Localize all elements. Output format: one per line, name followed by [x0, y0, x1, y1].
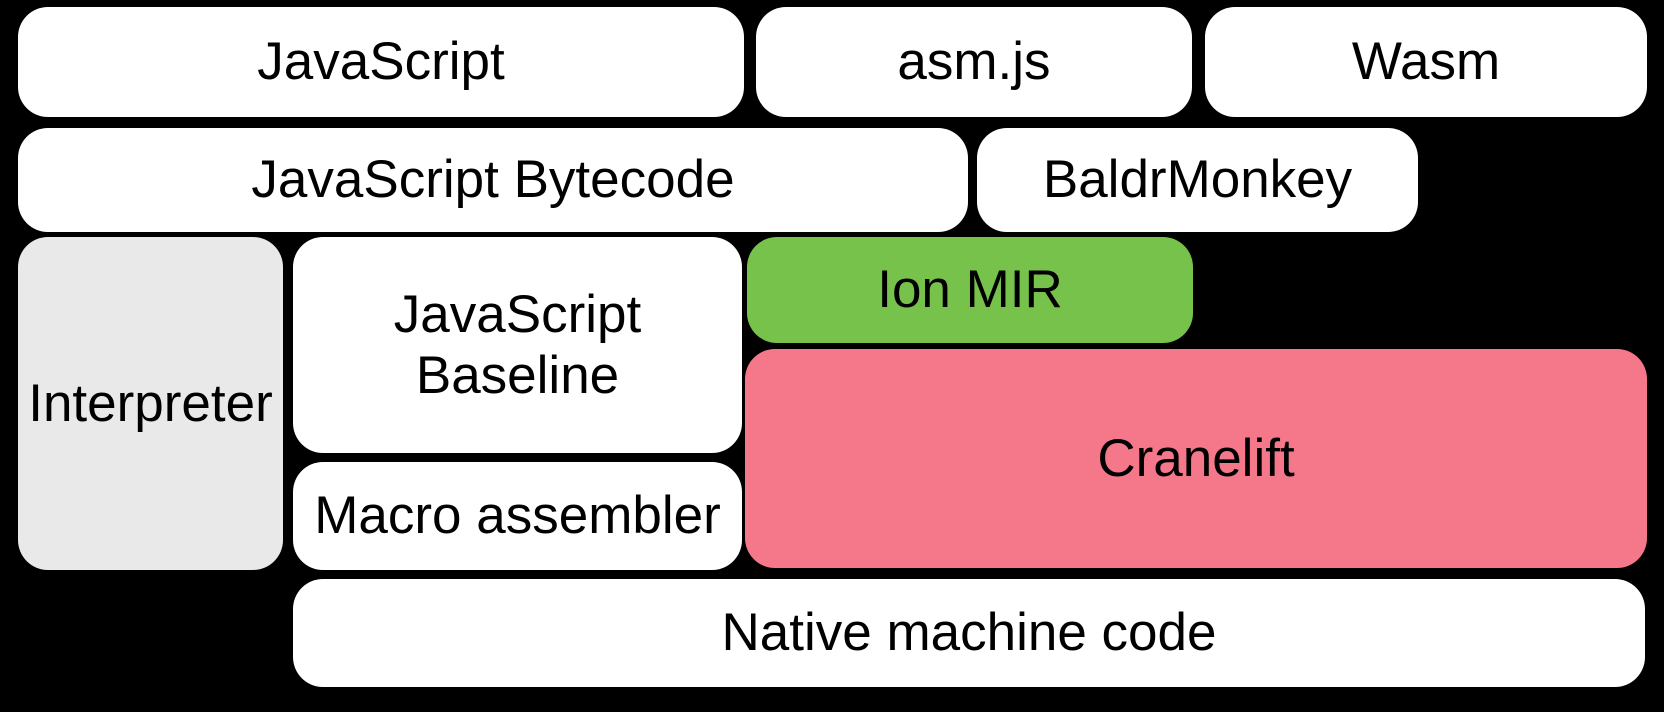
box-macro-assembler: Macro assembler — [293, 462, 742, 570]
box-javascript-label: JavaScript — [257, 32, 505, 92]
box-asmjs-label: asm.js — [897, 32, 1051, 92]
box-javascript: JavaScript — [18, 7, 744, 117]
box-cranelift: Cranelift — [745, 349, 1647, 568]
box-macro-assembler-label: Macro assembler — [314, 486, 721, 546]
box-interpreter: Interpreter — [18, 237, 283, 570]
box-baldrmonkey-label: BaldrMonkey — [1042, 150, 1353, 210]
box-javascript-bytecode: JavaScript Bytecode — [18, 128, 968, 232]
box-ion-mir-label: Ion MIR — [877, 260, 1063, 320]
box-javascript-bytecode-label: JavaScript Bytecode — [251, 150, 735, 210]
box-asmjs: asm.js — [756, 7, 1192, 117]
box-native-machine-code-label: Native machine code — [721, 603, 1217, 663]
box-baldrmonkey: BaldrMonkey — [977, 128, 1418, 232]
box-interpreter-label: Interpreter — [28, 373, 273, 433]
box-wasm: Wasm — [1205, 7, 1647, 117]
box-native-machine-code: Native machine code — [293, 579, 1645, 687]
box-wasm-label: Wasm — [1351, 32, 1501, 92]
box-javascript-baseline: JavaScript Baseline — [293, 237, 742, 453]
box-cranelift-label: Cranelift — [1097, 428, 1295, 488]
box-javascript-baseline-label: JavaScript Baseline — [393, 284, 642, 405]
box-ion-mir: Ion MIR — [747, 237, 1193, 343]
